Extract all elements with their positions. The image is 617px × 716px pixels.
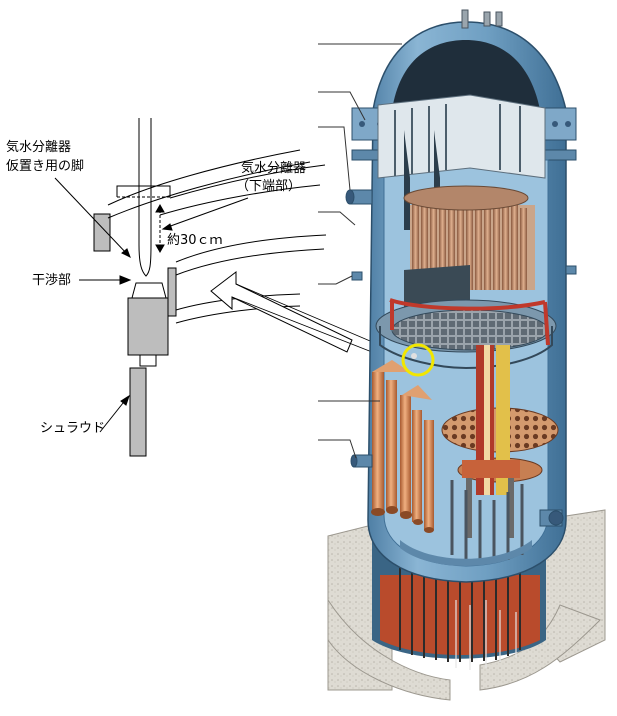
steam-dryer <box>377 94 546 230</box>
highlight-circle <box>401 343 435 377</box>
separator-leg-bracket <box>116 185 171 197</box>
steam-separators <box>403 185 535 312</box>
shroud-upper-block <box>127 297 169 356</box>
reactor-vessel <box>327 9 606 701</box>
detail-sketch <box>54 118 327 457</box>
separator-leg-block <box>93 213 111 252</box>
jet-pumps <box>371 360 434 533</box>
leg-leader <box>54 177 129 256</box>
shroud-label: シュラウド <box>40 421 105 436</box>
separator-bottom-label-1: 気水分離器 <box>241 160 306 176</box>
shroud-lower-block <box>129 367 147 457</box>
shroud-leader <box>99 397 128 433</box>
separator-pipe <box>138 118 152 245</box>
distance-label: 約30ｃｍ <box>167 233 223 248</box>
control-rods <box>462 345 520 538</box>
interference-label: 干渉部 <box>32 273 71 288</box>
bottom-leader <box>164 197 249 229</box>
separator-bottom-label-2: （下端部） <box>236 179 301 194</box>
vessel-leader-lines <box>318 43 402 459</box>
separator-leg-label-2: 仮置き用の脚 <box>6 158 84 174</box>
separator-leg-label-1: 気水分離器 <box>6 139 71 155</box>
